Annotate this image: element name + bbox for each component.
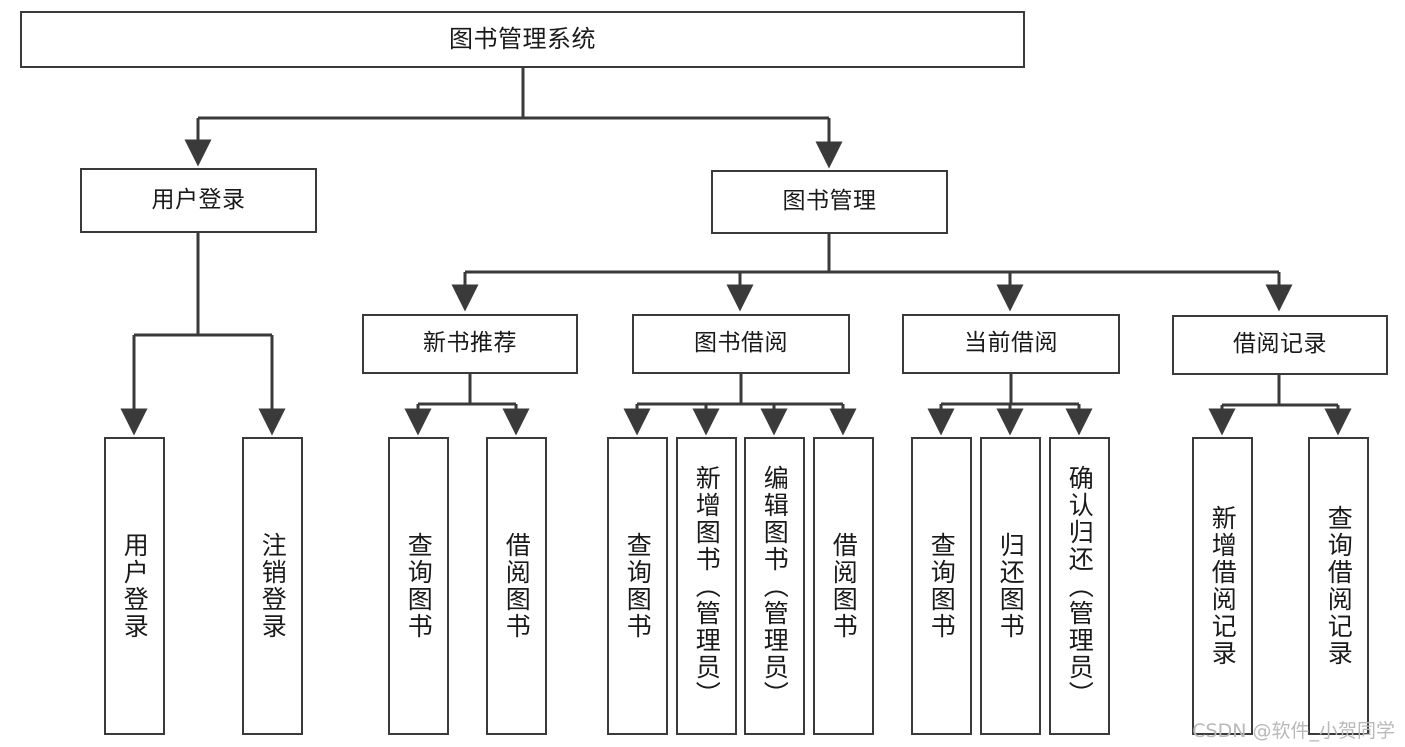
node-confirm-return[interactable]: 确认归还（管理员） [1049,437,1110,735]
node-edit-book[interactable]: 编辑图书（管理员） [744,437,805,735]
node-book-manage[interactable]: 图书管理 [711,170,948,234]
node-query-book-1-label: 查询图书 [404,532,434,640]
node-edit-book-label: 编辑图书（管理员） [760,464,790,708]
node-query-book-2-label: 查询图书 [623,532,653,640]
node-user-logout-action-label: 注销登录 [258,532,288,640]
node-query-borrow-record-label: 查询借阅记录 [1324,505,1354,667]
node-borrow-record-label: 借阅记录 [1233,331,1327,358]
node-book-borrow[interactable]: 图书借阅 [632,314,850,374]
node-confirm-return-label: 确认归还（管理员） [1065,464,1095,708]
node-user-login-action[interactable]: 用户登录 [104,437,165,735]
watermark: CSDN @软件_小贺同学 [1192,720,1395,742]
node-root[interactable]: 图书管理系统 [20,11,1025,68]
node-user-login[interactable]: 用户登录 [80,168,317,233]
node-user-login-action-label: 用户登录 [120,532,150,640]
node-borrow-record[interactable]: 借阅记录 [1172,315,1388,375]
node-borrow-book-1[interactable]: 借阅图书 [486,437,547,735]
node-add-book-label: 新增图书（管理员） [692,464,722,708]
node-query-book-2[interactable]: 查询图书 [607,437,668,735]
node-root-label: 图书管理系统 [449,25,596,54]
node-user-login-label: 用户登录 [151,186,246,213]
node-query-borrow-record[interactable]: 查询借阅记录 [1308,437,1369,735]
node-borrow-book-2[interactable]: 借阅图书 [813,437,874,735]
node-current-borrow-label: 当前借阅 [964,330,1058,357]
node-return-book-label: 归还图书 [996,532,1026,640]
node-return-book[interactable]: 归还图书 [980,437,1041,735]
node-add-borrow-record[interactable]: 新增借阅记录 [1192,437,1253,735]
node-new-book-recommend[interactable]: 新书推荐 [362,314,578,374]
node-book-manage-label: 图书管理 [782,188,877,215]
node-query-book-1[interactable]: 查询图书 [388,437,449,735]
node-query-book-3-label: 查询图书 [927,532,957,640]
node-add-borrow-record-label: 新增借阅记录 [1208,505,1238,667]
node-current-borrow[interactable]: 当前借阅 [902,314,1120,374]
node-query-book-3[interactable]: 查询图书 [911,437,972,735]
node-borrow-book-1-label: 借阅图书 [502,532,532,640]
node-user-logout-action[interactable]: 注销登录 [242,437,303,735]
node-borrow-book-2-label: 借阅图书 [829,532,859,640]
node-add-book[interactable]: 新增图书（管理员） [676,437,737,735]
node-book-borrow-label: 图书借阅 [694,330,788,357]
node-new-book-recommend-label: 新书推荐 [423,330,517,357]
